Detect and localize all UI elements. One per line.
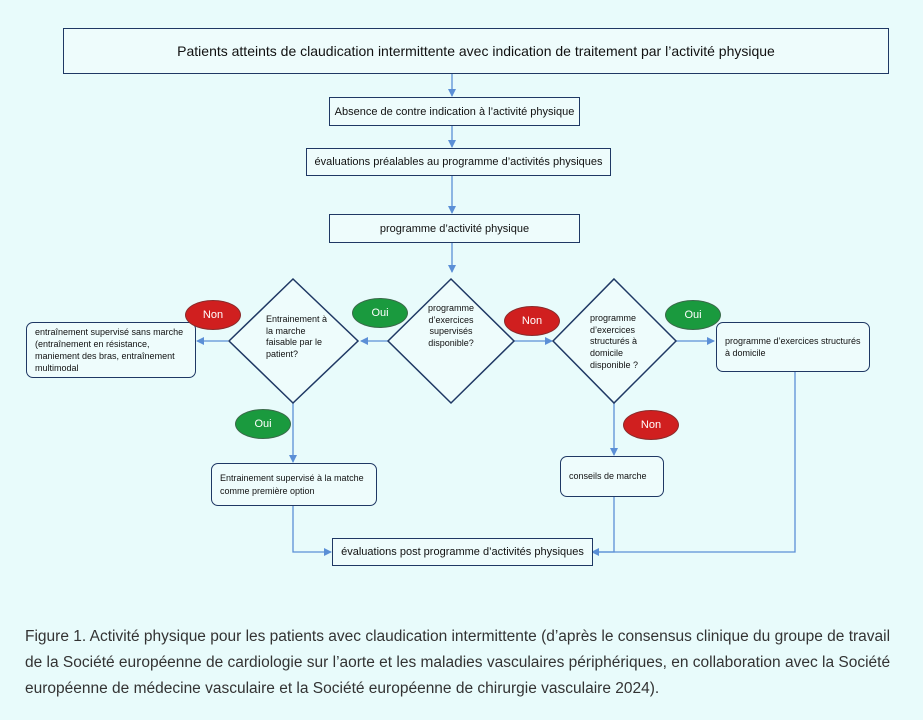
- label-oui-walk: Oui: [235, 409, 291, 439]
- final-post-evaluations: évaluations post programme d’activités p…: [332, 538, 593, 566]
- flowchart-connectors: [196, 74, 796, 556]
- step-physical-activity-program: programme d’activité physique: [329, 214, 580, 243]
- outcome-home-program: programme d’exercices structurés à domic…: [716, 322, 870, 372]
- figure-caption: Figure 1. Activité physique pour les pat…: [25, 628, 891, 697]
- title-box: Patients atteints de claudication interm…: [63, 28, 889, 74]
- arrow-supervised-walk-to-final: [292, 506, 332, 556]
- flowchart: Patients atteints de claudication interm…: [26, 28, 889, 566]
- label-non-walk: Non: [185, 300, 241, 330]
- step-no-contraindication: Absence de contre indication à l’activit…: [329, 97, 580, 126]
- label-oui-home: Oui: [665, 300, 721, 330]
- arrow-home-program-to-final: [596, 372, 796, 553]
- decision-walk-shape: [227, 277, 360, 405]
- label-non-home: Non: [623, 410, 679, 440]
- decision-supervised-shape: [386, 277, 516, 405]
- arrow-walking-advice-to-final: [591, 497, 615, 556]
- decision-walk-text: Entrainement à la marche faisable par le…: [266, 314, 328, 360]
- decision-supervised-text: programme d’exercices supervisés disponi…: [427, 303, 474, 349]
- step-pre-evaluations: évaluations préalables au programme d’ac…: [306, 148, 611, 176]
- outcome-supervised-no-walking: entraînement supervisé sans marche (entr…: [26, 322, 196, 378]
- decision-home-shape: [551, 277, 678, 405]
- outcome-supervised-walking: Entrainement supervisé à la matche comme…: [211, 463, 377, 506]
- decision-home-text: programme d’exercices structurés à domic…: [590, 313, 639, 370]
- label-non-supervised: Non: [504, 306, 560, 336]
- outcome-walking-advice: conseils de marche: [560, 456, 664, 497]
- label-oui-supervised: Oui: [352, 298, 408, 328]
